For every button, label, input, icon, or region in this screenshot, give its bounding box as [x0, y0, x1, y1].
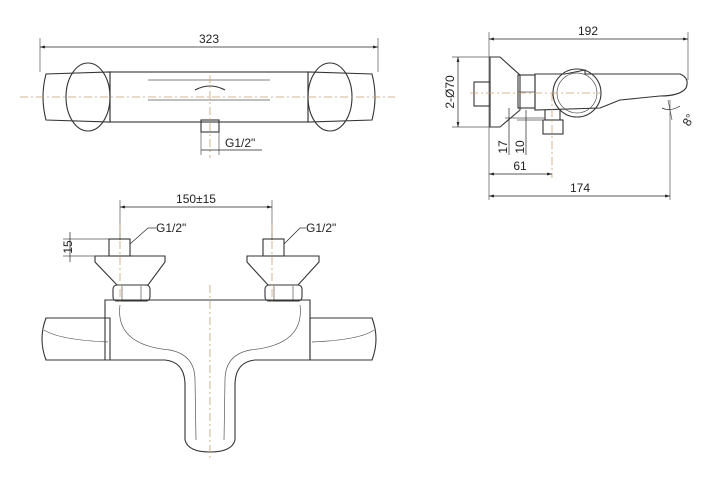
right-inlet: G1/2"	[246, 221, 336, 305]
side-view: 192 2-Ø70 17 10 61 174 8°	[443, 24, 698, 200]
left-inlet-label: G1/2"	[156, 221, 186, 235]
top-view: 323 G1/2"	[20, 32, 395, 158]
spacing-label: 150±15	[176, 192, 216, 206]
offset-10-label: 10	[513, 140, 527, 154]
offset-17-label: 17	[496, 140, 510, 154]
depth-label: 192	[578, 24, 598, 38]
spout-depth-label: 174	[570, 181, 590, 195]
left-inlet: G1/2"	[94, 221, 186, 305]
front-view: 150±15 G1/2" G1/2" 15	[41, 192, 377, 460]
inlet-depth-label: 61	[513, 159, 527, 173]
flange-label: 2-Ø70	[443, 75, 457, 109]
angle-label: 8°	[680, 111, 698, 128]
right-inlet-label: G1/2"	[306, 221, 336, 235]
nipple-height-label: 15	[61, 240, 75, 254]
inlet-label: G1/2"	[225, 136, 255, 150]
width-label: 323	[199, 32, 219, 46]
